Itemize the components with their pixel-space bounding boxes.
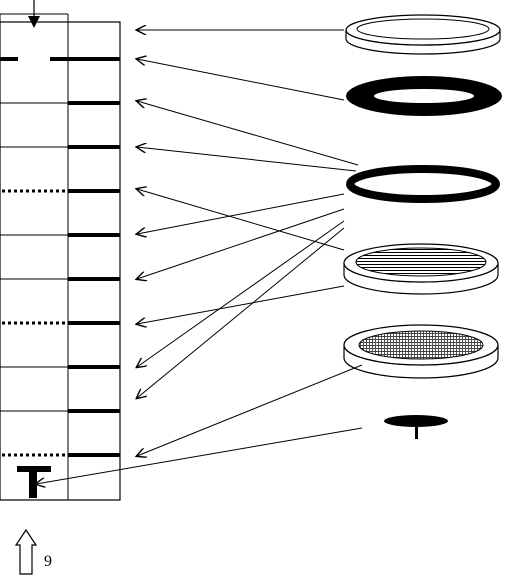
- t-foot-icon: [17, 466, 51, 498]
- lined-screen-disc: [343, 243, 499, 295]
- thick-black-ring: [346, 76, 502, 116]
- arrow-small-foot: [36, 427, 363, 484]
- arrow-thin-ring-2: [137, 147, 357, 172]
- arrow-thin-ring-1: [137, 101, 359, 166]
- stack-assembly: [0, 0, 121, 501]
- arrow-thin-ring-6: [137, 227, 345, 398]
- arrow-lined-disc: [137, 189, 345, 251]
- dotted-separators: [2, 189, 68, 457]
- inlet-arrow-icon: [28, 0, 40, 28]
- arrow-thick-black-ring: [137, 59, 345, 101]
- plain-ring: [345, 14, 501, 55]
- arrow-mesh-disc: [137, 364, 363, 456]
- stack-outer-frame: [0, 21, 121, 501]
- arrow-lined-disc-2: [137, 285, 345, 324]
- figure-caption-number: 9: [44, 553, 52, 570]
- arrow-thin-ring-5: [137, 220, 345, 367]
- row-separators-right: [68, 57, 120, 457]
- mesh-screen-disc: [343, 324, 499, 379]
- small-black-foot-icon: [384, 415, 448, 439]
- assembly-arrows: [36, 30, 363, 484]
- hollow-up-arrow-icon: [14, 528, 38, 575]
- arrow-thin-ring-3: [137, 193, 345, 234]
- thin-black-ring: [346, 165, 500, 203]
- arrow-thin-ring-4: [137, 208, 345, 279]
- row-separators-left: [0, 102, 68, 412]
